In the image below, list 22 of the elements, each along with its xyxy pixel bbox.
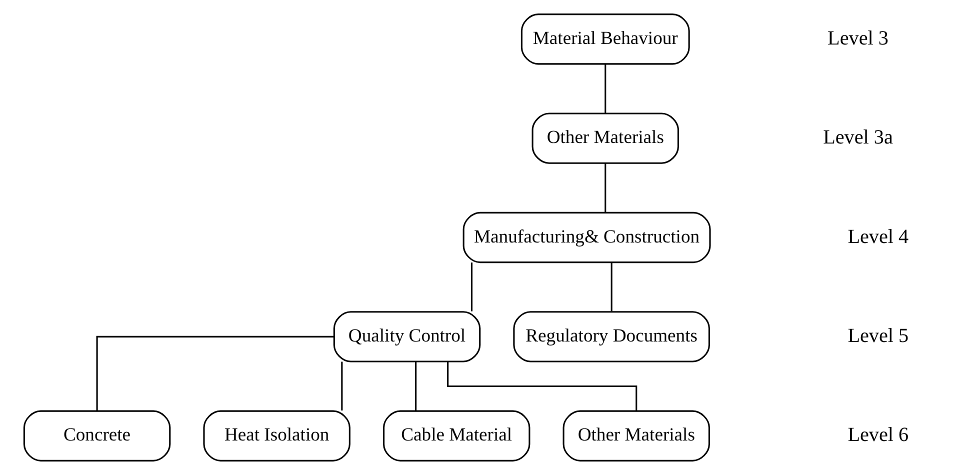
node-box: Cable Material — [382, 410, 530, 462]
label: Level 3 — [828, 27, 888, 50]
node-box: Concrete — [23, 410, 171, 462]
node-box: Heat Isolation — [203, 410, 350, 462]
label: Level 6 — [848, 424, 909, 446]
node-box: Quality Control — [333, 311, 481, 362]
label: Level 3a — [823, 126, 893, 149]
label: Level 5 — [848, 324, 909, 347]
node-box: Other Materials — [562, 410, 710, 462]
node-box: Regulatory Documents — [513, 311, 710, 362]
connector — [415, 362, 417, 410]
node-box: Material Behaviour — [520, 14, 690, 65]
connector — [604, 163, 606, 212]
connector — [96, 336, 334, 411]
connector — [447, 362, 638, 410]
label: Level 4 — [848, 226, 909, 248]
connector — [604, 64, 606, 113]
connector — [610, 262, 612, 312]
connector — [341, 362, 343, 410]
node-box: Other Materials — [532, 112, 679, 164]
connector — [470, 262, 472, 312]
node-box: Manufacturing& Construction — [462, 212, 711, 264]
